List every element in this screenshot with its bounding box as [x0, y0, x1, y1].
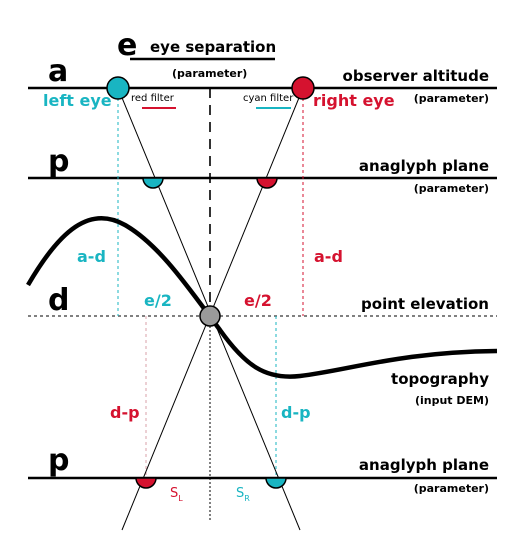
s-right-label: SR [236, 486, 250, 503]
e-half-left-label: e/2 [144, 291, 172, 310]
s-right-sub: R [244, 494, 250, 503]
anaglyph-plane-bottom-label: anaglyph plane [359, 456, 489, 474]
eye-separation-label: eye separation [150, 38, 276, 56]
point-elevation-label: point elevation [361, 295, 489, 313]
s-left-label: SL [170, 486, 183, 503]
s-right-main: S [236, 486, 244, 501]
topography-label: topography [391, 370, 489, 388]
red-filter-label: red filter [131, 93, 175, 104]
bottom-cyan-point-icon [265, 477, 287, 489]
s-left-sub: L [178, 494, 183, 503]
anaglyph-plane-top-label: anaglyph plane [359, 157, 489, 175]
letter-p-bottom: p [48, 443, 69, 478]
top-red-point-icon [256, 177, 278, 189]
cyan-filter-label: cyan filter [243, 93, 294, 104]
e-half-right-label: e/2 [244, 291, 272, 310]
observer-altitude-label: observer altitude [343, 67, 489, 85]
letter-e: e [117, 28, 137, 63]
intersection-point-icon [199, 305, 221, 327]
topography-curve [26, 215, 498, 379]
right-eye-icon [291, 76, 315, 100]
right-eye-label: right eye [313, 91, 395, 110]
topography-sub: (input DEM) [415, 394, 489, 407]
anaglyph-plane-bottom-sub: (parameter) [414, 482, 489, 495]
a-minus-d-left-label: a-d [77, 247, 106, 266]
eye-separation-sub: (parameter) [172, 67, 247, 80]
letter-d: d [48, 283, 69, 318]
observer-altitude-sub: (parameter) [414, 92, 489, 105]
s-left-main: S [170, 486, 178, 501]
top-cyan-point-icon [142, 177, 164, 189]
bottom-red-point-icon [135, 477, 157, 489]
d-minus-p-left-label: d-p [110, 403, 140, 422]
left-eye-icon [106, 76, 130, 100]
letter-p-top: p [48, 144, 69, 179]
anaglyph-plane-top-sub: (parameter) [414, 182, 489, 195]
letter-a: a [48, 54, 68, 89]
d-minus-p-right-label: d-p [281, 403, 311, 422]
left-eye-label: left eye [43, 91, 112, 110]
a-minus-d-right-label: a-d [314, 247, 343, 266]
